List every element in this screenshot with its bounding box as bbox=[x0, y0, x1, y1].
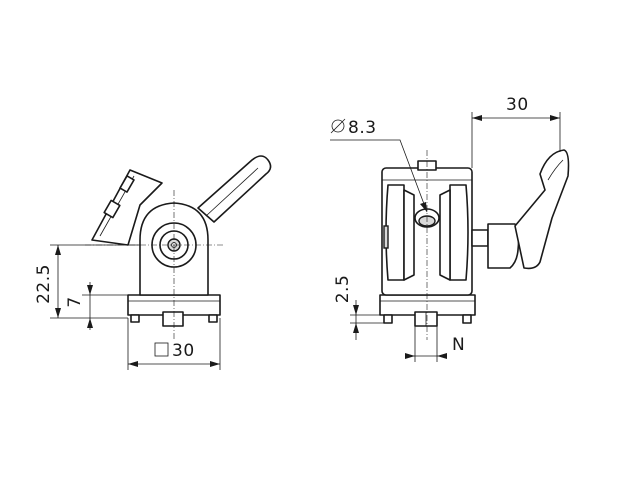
dim-7-arrow-top bbox=[87, 285, 93, 295]
dim-square-30-label: 30 bbox=[172, 341, 195, 361]
front-view-clamp-screw bbox=[471, 229, 489, 247]
diameter-symbol-slash bbox=[330, 118, 346, 134]
side-view-angled-tab-2 bbox=[119, 175, 135, 193]
front-view: 30 8.3 2.5 N bbox=[330, 95, 570, 362]
dim-n-arrow-left bbox=[405, 353, 415, 359]
dim-handle-arrow-right bbox=[550, 115, 560, 121]
dim-bore-arrow bbox=[420, 202, 427, 212]
square-symbol-icon bbox=[154, 342, 169, 357]
diameter-symbol-icon bbox=[331, 119, 345, 133]
front-view-foot-left bbox=[383, 314, 393, 324]
front-view-foot-right bbox=[462, 314, 472, 324]
dim-handle-arrow-left bbox=[472, 115, 482, 121]
dim-handle-label: 30 bbox=[506, 95, 529, 115]
dim-30-arrow-left bbox=[128, 361, 138, 367]
front-view-right-cheek-inner bbox=[439, 189, 451, 281]
side-view-clamp-lever bbox=[197, 155, 272, 223]
dim-bore-leader bbox=[330, 139, 428, 213]
dim-7-label: 7 bbox=[65, 296, 85, 307]
side-view-angled-tab-1 bbox=[103, 199, 121, 219]
dim-22-5-arrow-bottom bbox=[55, 308, 61, 318]
front-view-left-pin bbox=[383, 225, 389, 249]
front-view-left-cheek bbox=[385, 184, 405, 281]
dim-22-5-arrow-top bbox=[55, 245, 61, 255]
dim-n-arrow-right bbox=[437, 353, 447, 359]
front-view-left-cheek-inner bbox=[403, 189, 415, 281]
dim-2-5-arrow-bottom bbox=[353, 323, 359, 333]
dim-2-5-label: 2.5 bbox=[333, 275, 353, 304]
side-view-center-nut bbox=[162, 311, 184, 327]
front-view-clamp-lever bbox=[514, 149, 570, 270]
dim-22-5-label: 22.5 bbox=[34, 264, 54, 304]
dim-n-label: N bbox=[452, 335, 465, 355]
side-view: 22.5 7 30 bbox=[34, 155, 272, 370]
side-view-foot-right bbox=[208, 314, 218, 323]
front-view-clamp-lever-edge bbox=[547, 159, 564, 181]
side-view-foot-left bbox=[130, 314, 140, 323]
dim-2-5-arrow-top bbox=[353, 305, 359, 315]
front-view-right-cheek bbox=[449, 184, 469, 281]
dim-30-arrow-right bbox=[210, 361, 220, 367]
dim-7-arrow-bottom bbox=[87, 318, 93, 328]
side-view-clamp-lever-edge bbox=[205, 167, 259, 217]
dim-bore-label: 8.3 bbox=[348, 118, 377, 138]
front-view-clamp-barrel bbox=[487, 223, 520, 269]
